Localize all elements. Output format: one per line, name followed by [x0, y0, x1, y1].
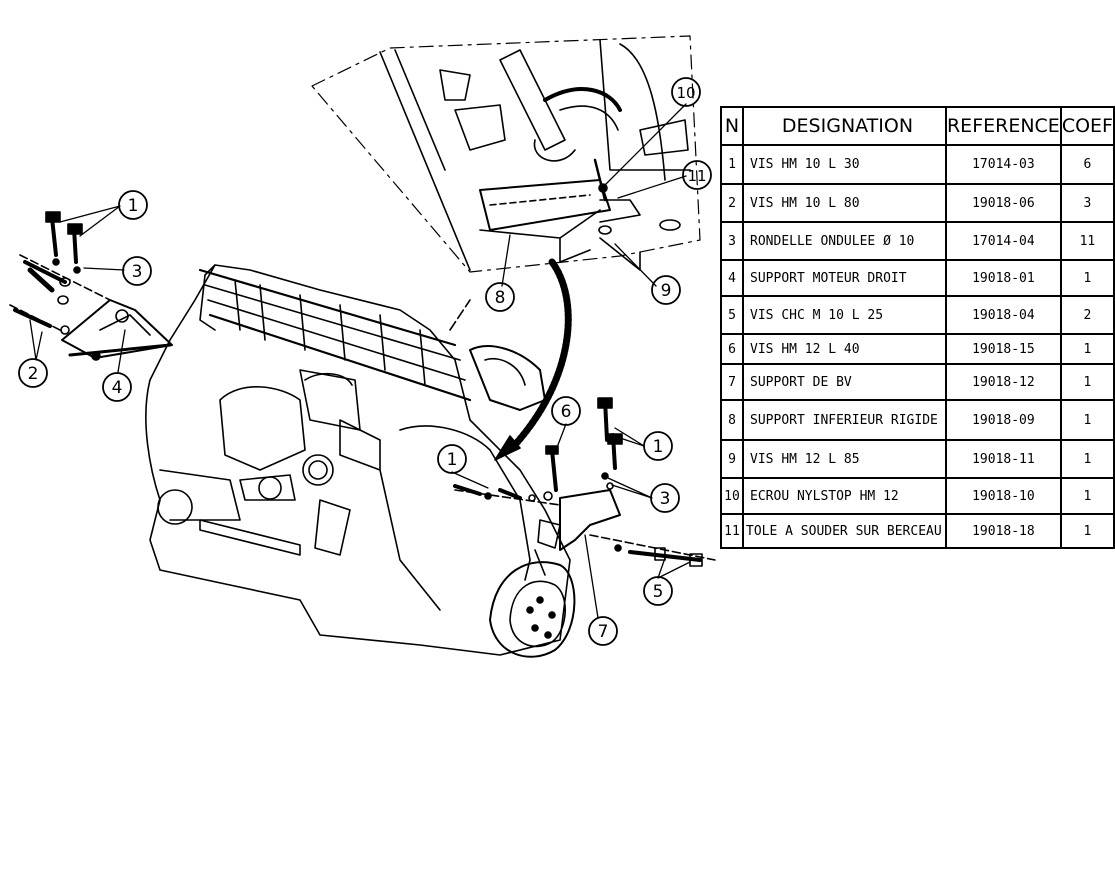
callout-label: 4	[112, 378, 123, 398]
assembly-arrow	[494, 258, 572, 461]
callout-label: 1	[447, 450, 458, 470]
engine-mount-exploded-diagram: 1 3 2 4 10 11 8 9 6 1 1 3	[9, 35, 716, 658]
table-row: 1 VIS HM 10 L 30 17014-03 6	[719, 144, 1115, 185]
cell-designation: VIS CHC M 10 L 25	[742, 295, 947, 335]
callout-5: 5	[643, 576, 673, 606]
callout-label: 1	[653, 437, 664, 457]
cell-designation: TOLE A SOUDER SUR BERCEAU	[742, 513, 947, 549]
cell-reference: 19018-04	[944, 295, 1062, 335]
callout-3-top-left: 3	[122, 256, 152, 286]
cell-designation: VIS HM 10 L 30	[742, 144, 947, 185]
header-designation: DESIGNATION	[742, 106, 947, 146]
callout-1-center: 1	[437, 444, 467, 474]
cell-reference: 19018-15	[944, 333, 1062, 365]
gearbox-mount	[453, 397, 716, 581]
cell-reference: 19018-01	[944, 259, 1062, 297]
header-n: N	[719, 106, 745, 146]
right-engine-mount	[9, 211, 173, 361]
header-reference: REFERENCE	[944, 106, 1062, 146]
table-row: 6 VIS HM 12 L 40 19018-15 1	[719, 333, 1115, 365]
cell-reference: 17014-03	[944, 144, 1062, 185]
callout-3-right: 3	[650, 483, 680, 513]
cell-n: 9	[719, 439, 745, 479]
table-row: 4 SUPPORT MOTEUR DROIT 19018-01 1	[719, 259, 1115, 297]
cell-n: 3	[719, 221, 745, 261]
cell-reference: 19018-18	[944, 513, 1062, 549]
cell-n: 5	[719, 295, 745, 335]
leader-lines	[29, 103, 691, 619]
cell-n: 8	[719, 399, 745, 441]
callout-label: 10	[676, 84, 695, 102]
cell-coef: 1	[1059, 259, 1115, 297]
table-header-row: N DESIGNATION REFERENCE COEF	[719, 106, 1115, 146]
cell-coef: 1	[1059, 363, 1115, 401]
cell-n: 10	[719, 477, 745, 515]
table-row: 8 SUPPORT INFERIEUR RIGIDE 19018-09 1	[719, 399, 1115, 441]
cell-n: 4	[719, 259, 745, 297]
callout-7: 7	[588, 616, 618, 646]
callout-label: 2	[28, 364, 39, 384]
cell-reference: 19018-09	[944, 399, 1062, 441]
callout-2: 2	[18, 358, 48, 388]
cell-reference: 17014-04	[944, 221, 1062, 261]
callout-4: 4	[102, 372, 132, 402]
callout-label: 11	[687, 167, 706, 185]
cell-coef: 1	[1059, 513, 1115, 549]
cell-n: 11	[719, 513, 745, 549]
callout-6: 6	[551, 396, 581, 426]
callout-label: 3	[132, 262, 143, 282]
header-coef: COEF	[1059, 106, 1115, 146]
cell-n: 2	[719, 183, 745, 223]
table-row: 11 TOLE A SOUDER SUR BERCEAU 19018-18 1	[719, 513, 1115, 549]
engine-block	[145, 264, 576, 658]
cell-reference: 19018-10	[944, 477, 1062, 515]
callout-1-right: 1	[643, 431, 673, 461]
cell-n: 6	[719, 333, 745, 365]
cell-coef: 3	[1059, 183, 1115, 223]
table-row: 5 VIS CHC M 10 L 25 19018-04 2	[719, 295, 1115, 335]
cell-designation: VIS HM 12 L 85	[742, 439, 947, 479]
cell-designation: RONDELLE ONDULEE Ø 10	[742, 221, 947, 261]
cell-reference: 19018-06	[944, 183, 1062, 223]
subframe-inset	[311, 35, 701, 273]
cell-designation: ECROU NYLSTOP HM 12	[742, 477, 947, 515]
cell-n: 7	[719, 363, 745, 401]
parts-list-table: N DESIGNATION REFERENCE COEF 1 VIS HM 10…	[719, 106, 1115, 549]
callout-label: 1	[128, 196, 139, 216]
cell-designation: SUPPORT DE BV	[742, 363, 947, 401]
table-row: 7 SUPPORT DE BV 19018-12 1	[719, 363, 1115, 401]
cell-coef: 11	[1059, 221, 1115, 261]
callout-label: 6	[561, 402, 572, 422]
callout-label: 3	[660, 489, 671, 509]
callout-11: 11	[682, 160, 712, 190]
callout-label: 9	[661, 281, 672, 301]
cell-coef: 1	[1059, 399, 1115, 441]
callout-label: 7	[598, 622, 609, 642]
table-row: 9 VIS HM 12 L 85 19018-11 1	[719, 439, 1115, 479]
callout-9: 9	[651, 275, 681, 305]
table-row: 3 RONDELLE ONDULEE Ø 10 17014-04 11	[719, 221, 1115, 261]
callout-10: 10	[671, 77, 701, 107]
cell-coef: 1	[1059, 477, 1115, 515]
cell-designation: VIS HM 12 L 40	[742, 333, 947, 365]
cell-coef: 6	[1059, 144, 1115, 185]
cell-designation: SUPPORT INFERIEUR RIGIDE	[742, 399, 947, 441]
cell-reference: 19018-11	[944, 439, 1062, 479]
table-row: 10 ECROU NYLSTOP HM 12 19018-10 1	[719, 477, 1115, 515]
cell-coef: 1	[1059, 439, 1115, 479]
cell-coef: 2	[1059, 295, 1115, 335]
cell-designation: VIS HM 10 L 80	[742, 183, 947, 223]
callout-label: 8	[495, 288, 506, 308]
cell-n: 1	[719, 144, 745, 185]
callout-1-top-left: 1	[118, 190, 148, 220]
table-row: 2 VIS HM 10 L 80 19018-06 3	[719, 183, 1115, 223]
callout-label: 5	[653, 582, 664, 602]
callout-8: 8	[485, 282, 515, 312]
cell-designation: SUPPORT MOTEUR DROIT	[742, 259, 947, 297]
cell-reference: 19018-12	[944, 363, 1062, 401]
cell-coef: 1	[1059, 333, 1115, 365]
